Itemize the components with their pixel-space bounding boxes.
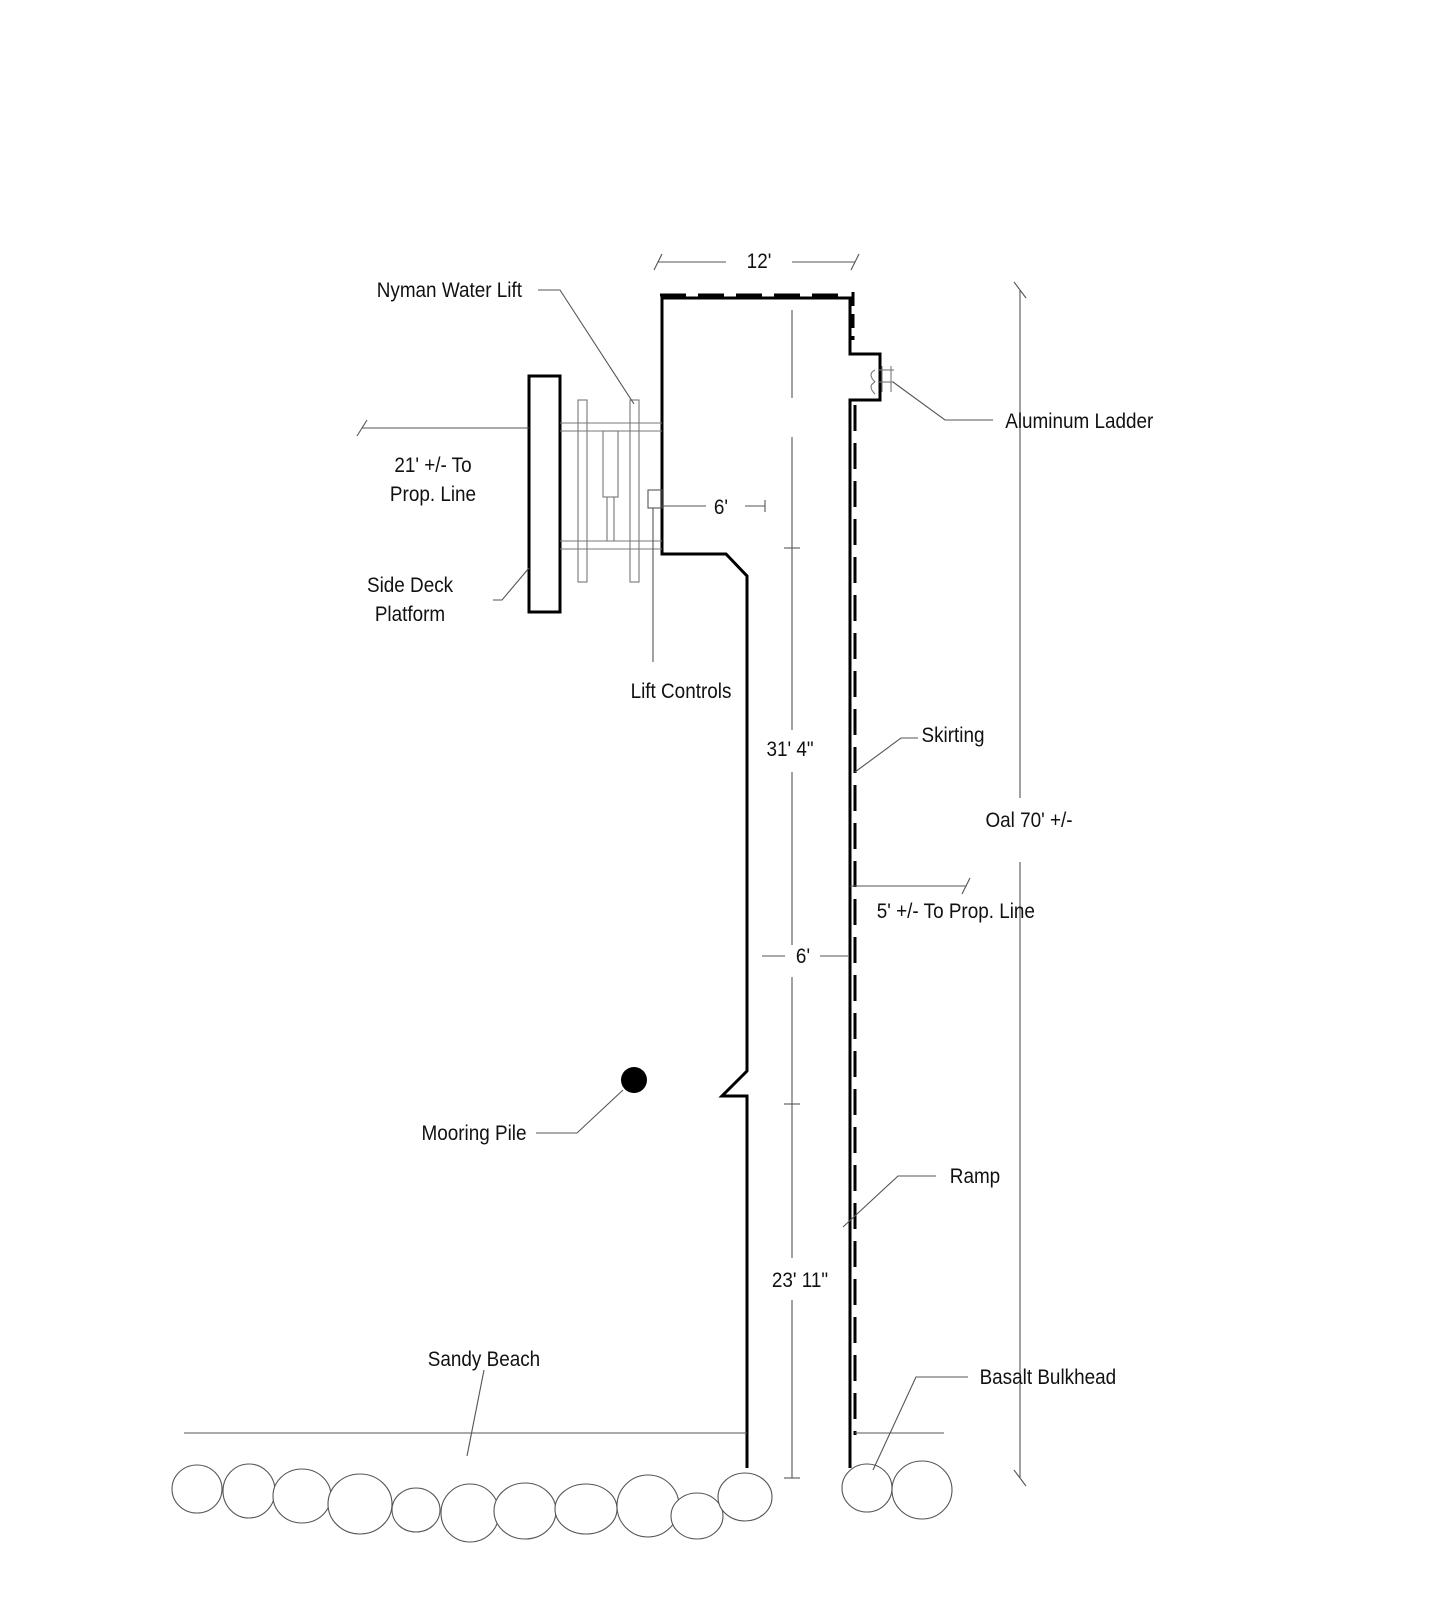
basalt-bulkhead-leader xyxy=(872,1376,968,1471)
nyman-lift-label: Nyman Water Lift xyxy=(377,279,523,302)
width-dim-tick-right xyxy=(850,253,860,271)
side-deck-platform xyxy=(527,374,562,614)
dock-outline xyxy=(660,296,882,1468)
width-dim-tick-left xyxy=(653,253,663,271)
side-deck-leader xyxy=(493,567,530,601)
lift-controls-box xyxy=(647,489,663,509)
prop-line-left-tick xyxy=(356,419,368,437)
aluminum-ladder-label: Aluminum Ladder xyxy=(1005,410,1153,433)
prop-line-left-label-2: Prop. Line xyxy=(390,483,476,506)
nyman-water-lift xyxy=(560,399,662,583)
overall-dim-tick-top xyxy=(1013,281,1027,299)
prop-line-right-label: 5' +/- To Prop. Line xyxy=(877,900,1035,923)
ramp-leader xyxy=(842,1175,936,1228)
mooring-pile-label: Mooring Pile xyxy=(421,1122,526,1145)
nyman-lift-leader xyxy=(538,289,635,405)
length-lower-label: 23' 11" xyxy=(772,1269,828,1292)
basalt-bulkhead-label: Basalt Bulkhead xyxy=(980,1366,1117,1389)
prop-line-right-tick xyxy=(961,877,971,895)
mooring-pile-leader xyxy=(536,1089,624,1134)
sandy-beach-label: Sandy Beach xyxy=(428,1348,540,1371)
length-upper-label: 31' 4" xyxy=(766,738,813,761)
ramp-label: Ramp xyxy=(950,1165,1000,1188)
mooring-pile xyxy=(621,1067,647,1093)
ladder-leader xyxy=(892,381,993,421)
overall-dim-tick-bottom xyxy=(1013,1469,1027,1487)
side-deck-label-2: Platform xyxy=(375,603,445,626)
six-upper-label: 6' xyxy=(714,496,728,519)
prop-line-left-label-1: 21' +/- To xyxy=(394,454,471,477)
overall-length-label: Oal 70' +/- xyxy=(985,809,1072,832)
lift-controls-label: Lift Controls xyxy=(631,680,732,703)
skirting-leader xyxy=(854,737,918,773)
six-lower-label: 6' xyxy=(796,945,810,968)
dock-width-label: 12' xyxy=(747,250,772,273)
basalt-rocks xyxy=(171,1460,953,1543)
side-deck-label-1: Side Deck xyxy=(367,574,454,597)
skirting-label: Skirting xyxy=(922,724,985,747)
sandy-beach-leader xyxy=(466,1369,485,1457)
aluminum-ladder xyxy=(870,366,894,395)
